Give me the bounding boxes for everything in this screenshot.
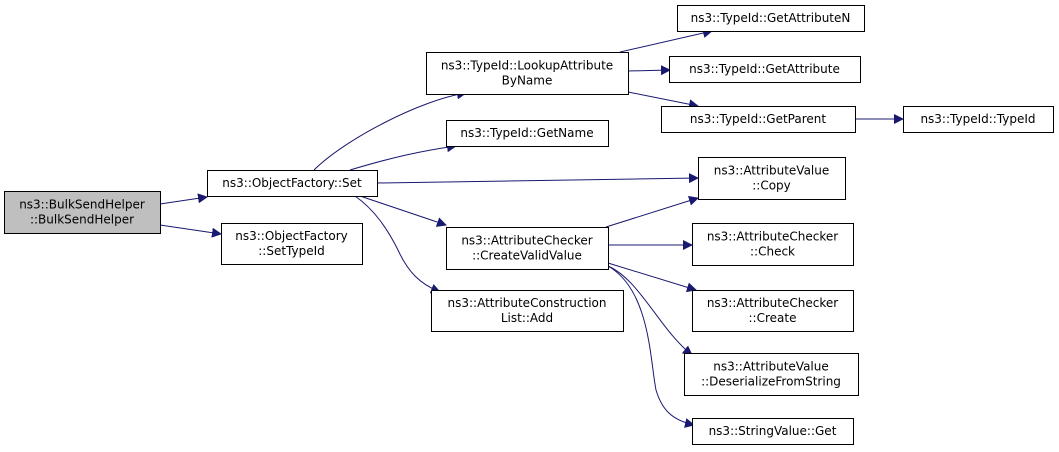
- node-create-valid[interactable]: ns3::AttributeChecker::CreateValidValue: [446, 227, 609, 270]
- node-ac-check[interactable]: ns3::AttributeChecker::Check: [692, 223, 854, 266]
- node-label-line: ns3::StringValue::Get: [709, 424, 837, 438]
- node-get-parent[interactable]: ns3::TypeId::GetParent: [661, 106, 856, 133]
- node-label-line: ns3::AttributeChecker: [707, 230, 838, 244]
- edge-bulksend-to-of_settypeid: [159, 224, 222, 238]
- edge-of_set-to-getname: [349, 142, 457, 171]
- node-box: [207, 170, 378, 197]
- node-box: [692, 290, 854, 332]
- node-label-line: List::Add: [501, 311, 553, 325]
- node-av-deser[interactable]: ns3::AttributeValue::DeserializeFromStri…: [684, 353, 859, 396]
- node-box: [431, 290, 624, 332]
- node-get-attr[interactable]: ns3::TypeId::GetAttribute: [669, 56, 861, 83]
- node-getname[interactable]: ns3::TypeId::GetName: [446, 120, 609, 147]
- node-label-line: ns3::TypeId::GetName: [460, 126, 593, 140]
- node-box: [684, 353, 859, 396]
- edge-create_valid-to-av_copy: [605, 195, 699, 228]
- node-box: [661, 106, 856, 133]
- node-label-line: ::CreateValidValue: [472, 249, 582, 263]
- node-label-line: ::Copy: [752, 179, 791, 193]
- node-label-line: ns3::AttributeValue: [714, 164, 830, 178]
- node-label-line: ns3::TypeId::GetAttribute: [689, 62, 840, 76]
- node-label-line: ::Check: [750, 245, 795, 259]
- node-label-line: ::DeserializeFromString: [701, 375, 841, 389]
- node-label-line: ByName: [502, 74, 553, 88]
- edge-of_set-to-lookup: [313, 89, 467, 171]
- node-box: [426, 52, 629, 95]
- edge-lookup-to-get_attr: [627, 65, 671, 76]
- edge-of_set-to-acl_add: [354, 195, 441, 294]
- node-bulksend[interactable]: ns3::BulkSendHelper::BulkSendHelper: [4, 191, 161, 234]
- node-box: [4, 191, 161, 234]
- node-of-settypeid[interactable]: ns3::ObjectFactory::SetTypeId: [221, 223, 363, 265]
- node-box: [903, 106, 1054, 133]
- edge-lookup-to-get_parent: [627, 91, 699, 110]
- node-label-line: ns3::TypeId::GetAttributeN: [691, 11, 851, 25]
- node-label-line: ns3::ObjectFactory::Set: [222, 176, 362, 190]
- node-label-line: ns3::BulkSendHelper: [19, 198, 145, 212]
- node-label-line: ::Create: [749, 311, 797, 325]
- edge-of_set-to-create_valid: [359, 195, 447, 227]
- node-label-line: ns3::TypeId::GetParent: [690, 112, 826, 126]
- node-sv-get[interactable]: ns3::StringValue::Get: [692, 418, 854, 445]
- node-box: [446, 120, 609, 147]
- node-box: [221, 223, 363, 265]
- edge-of_set-to-av_copy: [376, 173, 699, 184]
- node-label-line: ns3::TypeId::LookupAttribute: [441, 59, 613, 73]
- node-av-copy[interactable]: ns3::AttributeValue::Copy: [698, 157, 846, 200]
- node-label-line: ns3::ObjectFactory: [235, 229, 348, 243]
- node-of-set[interactable]: ns3::ObjectFactory::Set: [207, 170, 378, 197]
- edge-lookup-to-get_attr_n: [619, 28, 713, 53]
- edge-create_valid-to-av_deser: [607, 265, 693, 356]
- nodes-layer: ns3::BulkSendHelper::BulkSendHelperns3::…: [4, 5, 1054, 445]
- node-get-attr-n[interactable]: ns3::TypeId::GetAttributeN: [677, 5, 865, 32]
- node-label-line: ::BulkSendHelper: [30, 213, 134, 227]
- edges-layer: [159, 28, 904, 428]
- node-label-line: ns3::TypeId::TypeId: [920, 112, 1035, 126]
- node-label-line: ns3::AttributeChecker: [461, 234, 592, 248]
- node-ac-create[interactable]: ns3::AttributeChecker::Create: [692, 290, 854, 332]
- node-box: [446, 227, 609, 270]
- node-label-line: ns3::AttributeConstruction: [448, 296, 607, 310]
- edge-create_valid-to-ac_create: [607, 262, 697, 293]
- node-box: [669, 56, 861, 83]
- node-label-line: ns3::AttributeValue: [713, 360, 829, 374]
- node-box: [692, 223, 854, 266]
- edge-create_valid-to-sv_get: [607, 265, 695, 428]
- edge-bulksend-to-of_set: [159, 193, 208, 205]
- node-label-line: ::SetTypeId: [258, 244, 325, 258]
- node-box: [698, 157, 846, 200]
- node-box: [677, 5, 865, 32]
- node-typeid[interactable]: ns3::TypeId::TypeId: [903, 106, 1054, 133]
- node-box: [692, 418, 854, 445]
- node-label-line: ns3::AttributeChecker: [707, 296, 838, 310]
